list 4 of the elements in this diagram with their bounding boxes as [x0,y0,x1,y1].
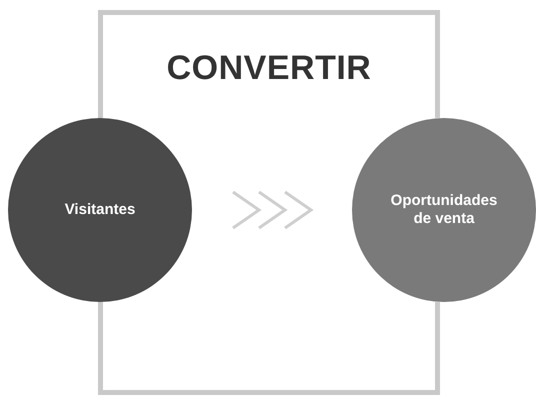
stage-title: CONVERTIR [166,49,372,88]
circle-label: Visitantes [64,201,136,219]
chevron-arrow [232,190,314,230]
circle-label: Oportunidades de venta [390,192,498,228]
